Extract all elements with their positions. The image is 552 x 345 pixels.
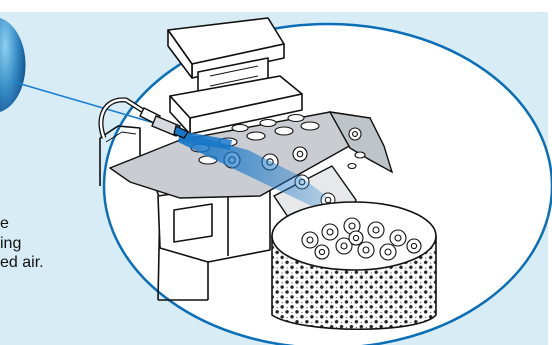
caption-line: ed air. (0, 253, 150, 273)
collection-bin (272, 202, 436, 329)
caption-line: e (0, 214, 150, 234)
caption-line: ing (0, 234, 150, 254)
caption-text: e ing ed air. (0, 214, 150, 273)
